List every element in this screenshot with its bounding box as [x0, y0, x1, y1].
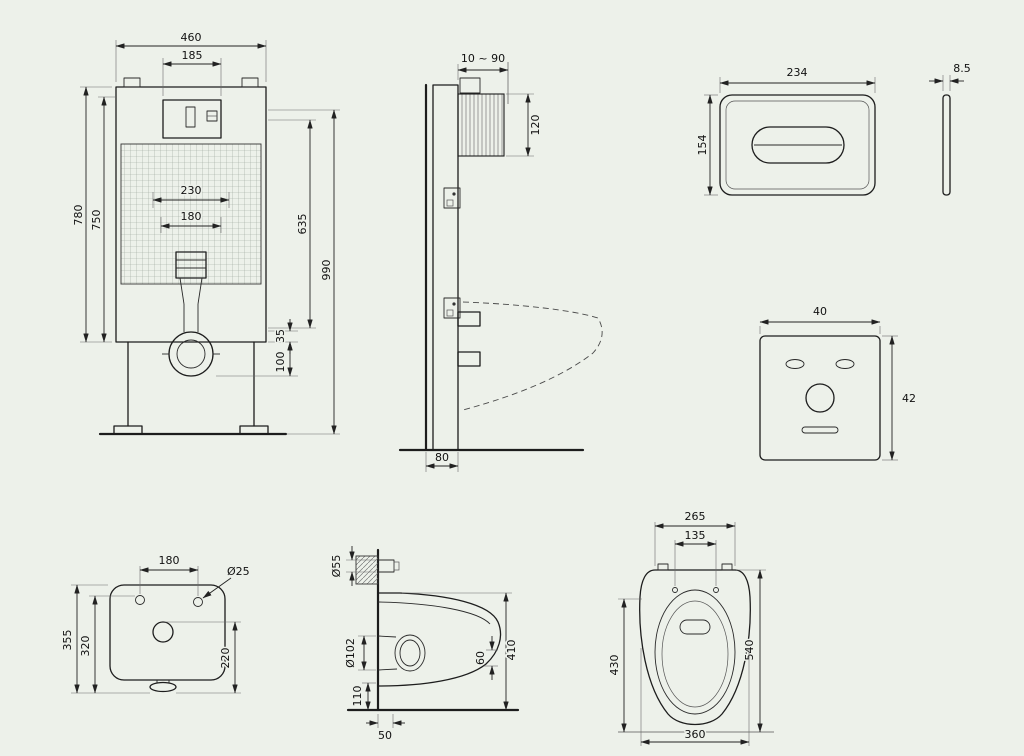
sound-mat-body	[759, 335, 881, 461]
pan-dashed-outline	[462, 301, 603, 411]
flush-plate-opening	[162, 99, 222, 139]
pan-outline	[639, 569, 751, 726]
pan-bolt-upper	[457, 311, 481, 327]
wc-top-view: 265 135 430 540 360	[607, 509, 774, 746]
wc-side-geometry	[346, 548, 520, 712]
bolt-slot-left	[785, 359, 805, 369]
foot-pad	[149, 681, 177, 693]
flush-plate-button	[751, 126, 845, 164]
mounting-plate-view: 180 Ø25 355 320 220	[60, 553, 251, 694]
mounting-plate-body	[109, 584, 226, 681]
dim-plate-height: 154	[696, 135, 709, 156]
dim-wc-gap: 60	[474, 651, 487, 665]
pan-bolt-lower	[457, 351, 481, 367]
dim-front-overall-width: 460	[181, 31, 202, 44]
bolt-slot-right	[835, 359, 855, 369]
wc-top-geometry	[639, 563, 751, 726]
dim-wctop-width: 360	[685, 728, 706, 741]
tank-depth-block	[457, 93, 505, 157]
dim-side-cistern-depth: 120	[529, 115, 542, 136]
dim-mat-height: 42	[902, 392, 916, 405]
dim-wc-height: 410	[505, 640, 518, 661]
fixing-point-upper	[443, 187, 461, 209]
dim-front-inner-height: 750	[90, 210, 103, 231]
drain-elbow	[168, 331, 214, 377]
dim-front-offset-small: 35	[274, 329, 287, 343]
cistern-side-view: 10 ~ 90 120 80	[398, 51, 603, 472]
dim-side-wall-range: 10 ~ 90	[461, 52, 505, 65]
flush-plate-body	[719, 94, 876, 196]
dim-plate-lower-height: 220	[219, 648, 232, 669]
pan-profile	[377, 592, 502, 687]
sound-mat-view: 40 42	[759, 304, 918, 461]
rim-outline	[654, 589, 736, 715]
dim-wc-outlet-dia: Ø102	[344, 638, 357, 668]
dim-front-lid-width: 185	[182, 49, 203, 62]
wc-side-dimensions: Ø55 Ø102 110 60 410 50	[329, 546, 520, 744]
dim-front-tank-width: 230	[181, 184, 202, 197]
dim-plate-inner-height: 320	[79, 636, 92, 657]
dim-plate-total-height: 355	[61, 630, 74, 651]
mounting-plate-geometry	[109, 584, 226, 693]
wc-top-dimensions: 265 135 430 540 360	[607, 509, 774, 746]
flush-ledge	[679, 619, 711, 635]
flush-bend	[175, 251, 207, 279]
frame-outline	[115, 86, 267, 343]
cistern-front-geometry	[98, 77, 288, 436]
mounting-plate-dimensions: 180 Ø25 355 320 220	[60, 553, 251, 694]
left-foot	[113, 425, 143, 435]
fill-valve	[459, 77, 481, 94]
fixing-hole-right	[193, 597, 203, 607]
dim-front-frame-height: 780	[72, 205, 85, 226]
inlet-spud	[377, 559, 395, 573]
flush-plate-side-profile	[942, 94, 951, 196]
seat-hole-right	[713, 587, 719, 593]
dim-wctop-hole-spacing: 135	[685, 529, 706, 542]
right-foot	[239, 425, 269, 435]
dim-wctop-bowl-length: 430	[608, 655, 621, 676]
cistern-front-view: 460 185 780 750 230 180 635 990	[71, 30, 340, 436]
sound-mat-dimensions: 40 42	[759, 304, 918, 461]
seat-hole-left	[672, 587, 678, 593]
flush-plate-dimensions: 234 154 8.5	[695, 61, 972, 196]
center-hole	[152, 621, 174, 643]
lower-slot	[801, 426, 839, 434]
dim-wctop-depth: 540	[743, 640, 756, 661]
fixing-point-lower	[443, 297, 461, 319]
dim-plate-hole-dia: Ø25	[227, 565, 250, 578]
dim-wctop-top-width: 265	[685, 510, 706, 523]
dim-front-mid-height: 635	[296, 214, 309, 235]
cistern-side-geometry	[398, 62, 603, 452]
dim-plate-width: 234	[787, 66, 808, 79]
outlet-pipe	[394, 634, 426, 672]
dim-front-flush-width: 180	[181, 210, 202, 223]
dim-side-foot-depth: 80	[435, 451, 449, 464]
wc-side-view: Ø55 Ø102 110 60 410 50	[329, 546, 520, 744]
dim-front-total-height: 990	[320, 260, 333, 281]
dim-front-drain-offset: 100	[274, 352, 287, 373]
frame-profile	[432, 84, 459, 451]
dim-wc-inlet-dia: Ø55	[330, 555, 343, 578]
tank-insulation	[120, 143, 262, 285]
flush-plate-view: 234 154 8.5	[695, 61, 972, 196]
dim-mat-width: 40	[813, 305, 827, 318]
cistern-side-dimensions: 10 ~ 90 120 80	[425, 51, 544, 472]
dim-wc-outlet-height: 110	[351, 686, 364, 707]
flush-plate-geometry	[719, 94, 951, 196]
sound-mat-geometry	[759, 335, 881, 461]
drain-hole	[805, 383, 835, 413]
cistern-front-dimensions: 460 185 780 750 230 180 635 990	[71, 30, 340, 435]
fixing-hole-left	[135, 595, 145, 605]
dim-plate-hole-spacing: 180	[159, 554, 180, 567]
dim-plate-thickness: 8.5	[953, 62, 971, 75]
dim-wc-offset: 50	[378, 729, 392, 742]
